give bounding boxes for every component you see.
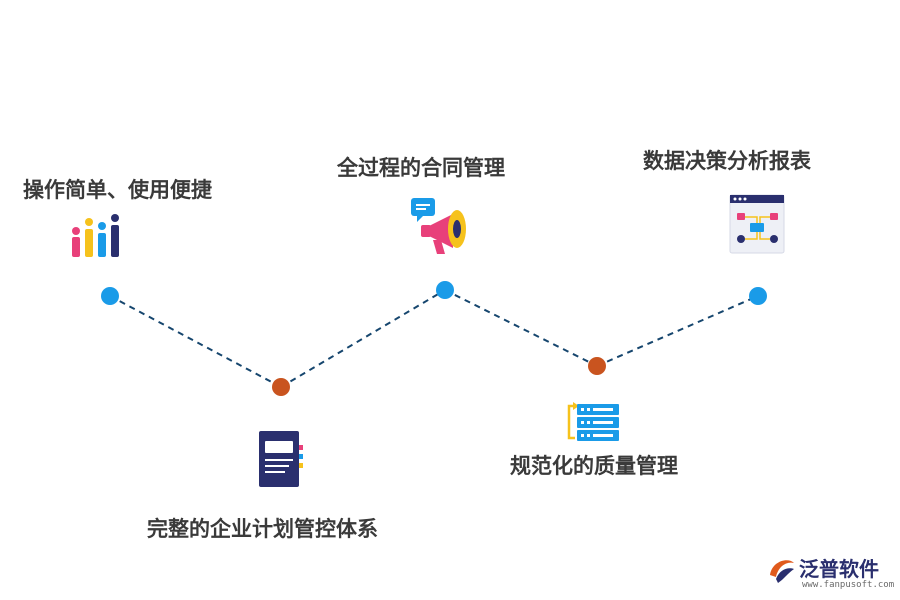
node-label-5: 规范化的质量管理 [510, 454, 678, 478]
node-label-2: 全过程的合同管理 [337, 156, 505, 180]
node-dot-4 [272, 378, 290, 396]
node-dot-1 [101, 287, 119, 305]
logo-name: 泛普软件 [799, 557, 879, 581]
brand-logo: 泛普软件 www.fanpusoft.com [766, 553, 894, 593]
connector-lines [109, 289, 759, 388]
server-icon [567, 402, 619, 441]
node-label-3: 数据决策分析报表 [643, 149, 811, 173]
bar-chart-icon [72, 214, 119, 257]
megaphone-icon [411, 198, 466, 254]
logo-mark-icon [770, 560, 794, 583]
node-dot-5 [588, 357, 606, 375]
connector-1 [109, 295, 282, 388]
node-dot-2 [436, 281, 454, 299]
connector-3 [444, 289, 598, 367]
flowchart-icon [729, 194, 785, 254]
node-dot-3 [749, 287, 767, 305]
node-label-4: 完整的企业计划管控体系 [147, 517, 378, 541]
node-label-1: 操作简单、使用便捷 [23, 178, 212, 202]
logo-url: www.fanpusoft.com [802, 580, 895, 590]
connector-4 [596, 295, 759, 367]
connector-2 [280, 289, 446, 388]
document-icon [259, 431, 303, 487]
